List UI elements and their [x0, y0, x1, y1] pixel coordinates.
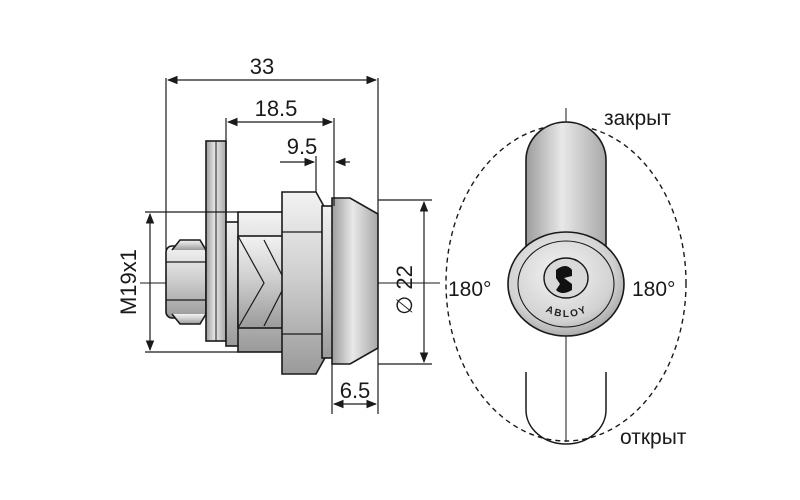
closed-label: закрыт — [604, 107, 671, 130]
open-label: открыт — [620, 426, 687, 449]
dim-thread-label: M19x1 — [116, 249, 141, 315]
brand-label: ABLOY — [544, 304, 590, 320]
dim-diameter-label: ∅ 22 — [392, 265, 417, 315]
front-view: ABLOY — [445, 108, 687, 445]
front-bezel — [331, 197, 379, 365]
key-plug — [543, 257, 589, 299]
cam-closed — [525, 121, 607, 247]
keyway-icon — [556, 266, 572, 293]
dimensions — [145, 75, 432, 414]
dim-9-5-label: 9.5 — [287, 134, 318, 159]
cam-tongue — [205, 140, 227, 342]
cam-open-outline — [525, 372, 607, 445]
side-view — [140, 140, 440, 375]
dim-18-5-label: 18.5 — [255, 96, 298, 121]
threaded-body — [237, 211, 287, 353]
dim-6-5-label: 6.5 — [340, 378, 371, 403]
dim-33-label: 33 — [250, 54, 274, 79]
angle-right-label: 180° — [632, 278, 675, 301]
hex-nut — [281, 191, 327, 375]
angle-left-label: 180° — [448, 278, 491, 301]
rear-nut — [165, 239, 207, 325]
